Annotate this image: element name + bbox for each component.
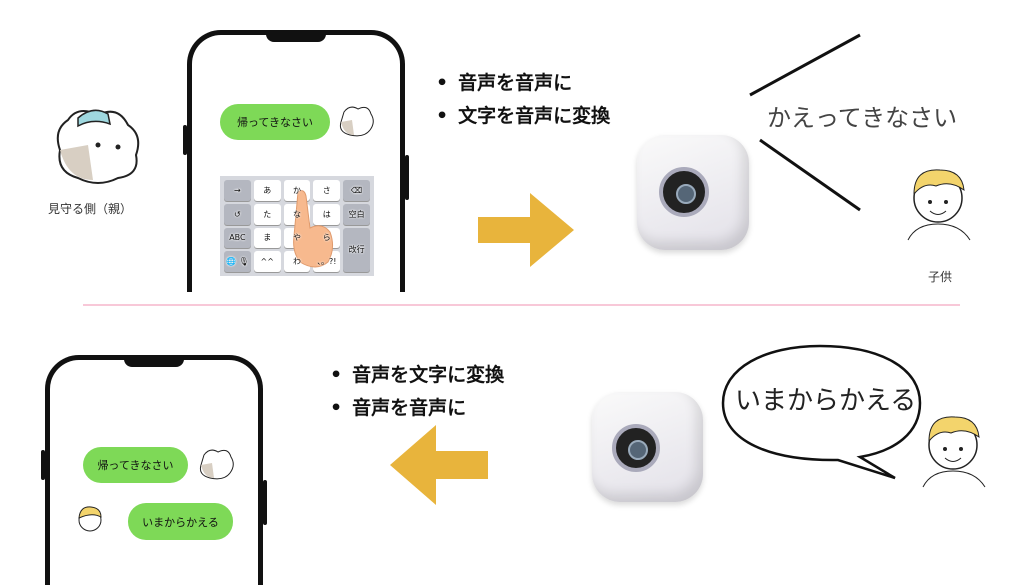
phone-notch xyxy=(124,359,184,367)
key-label: 、。?! xyxy=(317,257,337,267)
key-label: わ xyxy=(292,257,301,267)
key[interactable]: か xyxy=(283,180,311,201)
key[interactable]: は xyxy=(313,203,341,225)
key[interactable]: や xyxy=(283,227,311,249)
key-label: ⌫ xyxy=(350,185,363,195)
key[interactable]: ↺ xyxy=(224,203,251,225)
key-label: → xyxy=(234,185,241,195)
key[interactable]: ABC xyxy=(224,227,251,249)
key[interactable]: あ xyxy=(253,180,281,201)
phone-side-button xyxy=(41,450,45,480)
child-character-icon xyxy=(907,169,971,241)
phone-notch xyxy=(266,34,326,42)
speech-text: いまからかえる xyxy=(735,386,917,416)
sound-lines xyxy=(749,33,861,212)
arrow-right-icon xyxy=(478,193,574,267)
key[interactable]: 空白 xyxy=(343,203,370,225)
key-label: ABC xyxy=(229,233,246,243)
device xyxy=(637,135,749,250)
device xyxy=(592,392,703,502)
spoken-text: かえってきなさい xyxy=(767,104,958,132)
camera-lens-icon xyxy=(612,424,660,472)
key-label: ^^ xyxy=(260,257,274,267)
key-label: や xyxy=(292,233,301,243)
key[interactable]: た xyxy=(253,203,281,225)
phone-side-button xyxy=(405,155,409,200)
key-label: な xyxy=(292,209,301,219)
key[interactable]: わ xyxy=(283,251,311,272)
key[interactable]: ら xyxy=(313,227,341,249)
parent-character-icon xyxy=(56,109,140,184)
key[interactable]: な xyxy=(283,203,311,225)
key[interactable]: → xyxy=(224,180,251,201)
divider xyxy=(83,304,960,306)
chat-bubble-parent: 帰ってきなさい xyxy=(220,104,330,140)
key-label: か xyxy=(292,185,301,195)
child-label: 子供 xyxy=(928,270,953,284)
phone-side-button xyxy=(263,480,267,525)
keyboard: → あ か さ ⌫ ↺ た な は 空白 ABC ま や ら 改行 🌐 🎙 ^^… xyxy=(220,176,374,276)
camera-lens-icon xyxy=(659,167,709,217)
key[interactable]: さ xyxy=(313,180,341,201)
bottom-bullet: 音声を音声に xyxy=(330,393,466,420)
child-character-icon xyxy=(922,416,986,488)
parent-avatar-icon xyxy=(199,449,234,480)
key[interactable]: 改行 xyxy=(343,227,370,272)
key-label: ま xyxy=(263,233,272,243)
arrow-left-icon xyxy=(390,425,488,505)
bottom-bullet: 音声を文字に変換 xyxy=(330,360,504,387)
key[interactable]: 、。?! xyxy=(313,251,341,272)
key[interactable]: ⌫ xyxy=(343,180,370,201)
chat-bubble-child: いまからかえる xyxy=(128,503,233,540)
top-bullet: 音声を音声に xyxy=(436,68,572,95)
child-avatar-icon xyxy=(78,506,102,532)
key[interactable]: ま xyxy=(253,227,281,249)
key-label: ら xyxy=(322,233,331,243)
key-label: さ xyxy=(322,185,331,195)
phone-side-button xyxy=(183,125,187,155)
key-label: ↺ xyxy=(234,209,241,219)
key[interactable]: 🌐 🎙 xyxy=(224,251,251,272)
speech-bubble xyxy=(721,344,922,480)
key-label: あ xyxy=(263,185,272,195)
key-label: た xyxy=(263,209,272,219)
chat-bubble-parent: 帰ってきなさい xyxy=(83,447,188,483)
key-label: 🌐 🎙 xyxy=(226,257,249,267)
top-bullet: 文字を音声に変換 xyxy=(436,101,610,128)
parent-label: 見守る側（親） xyxy=(48,202,133,216)
key-label: は xyxy=(322,209,331,219)
key-label: 空白 xyxy=(348,209,365,219)
key-label: 改行 xyxy=(348,245,365,255)
key[interactable]: ^^ xyxy=(253,251,281,272)
parent-avatar-icon xyxy=(339,106,374,137)
